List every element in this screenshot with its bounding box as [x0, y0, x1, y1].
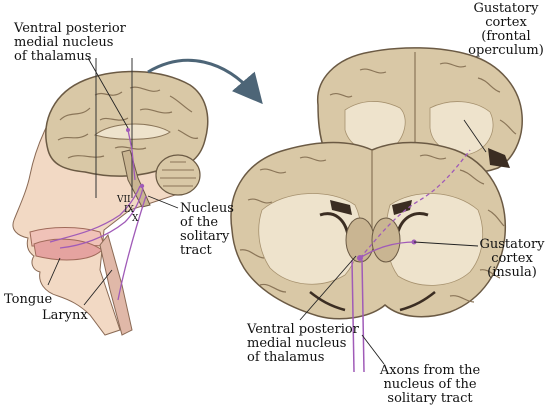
- nucleus-solitary-tract-label: Nucleus of the solitary tract: [180, 201, 234, 258]
- coronal-section-posterior: [230, 141, 507, 320]
- sagittal-brain: [45, 70, 209, 208]
- gustatory-cortex-frontal-label: Gustatory cortex (frontal operculum): [468, 1, 544, 58]
- coronal-section-anterior: [317, 47, 523, 174]
- axons-label: Axons from the nucleus of the solitary t…: [379, 363, 481, 406]
- larynx-label: Larynx: [42, 308, 88, 323]
- gustatory-cortex-insula-label: Gustatory cortex (insula): [479, 237, 545, 280]
- cranial-nerve-ix-label: IX: [124, 205, 134, 215]
- oral-cavity: [29, 227, 133, 336]
- vpm-label-top: Ventral posterior medial nucleus of thal…: [14, 21, 126, 64]
- ascending-axon-tract: [351, 149, 471, 373]
- cranial-nerve-pathways: [49, 128, 147, 301]
- cerebellum: [155, 154, 201, 196]
- tongue-label: Tongue: [4, 292, 53, 307]
- vpm-label-bottom: Ventral posterior medial nucleus of thal…: [247, 322, 359, 365]
- section-plane-lines: [95, 58, 133, 198]
- view-arrow: [147, 58, 263, 105]
- cranial-nerve-x-label: X: [132, 214, 139, 224]
- cranial-nerve-vii-label: VII: [117, 195, 131, 205]
- leader-lines: [47, 57, 487, 365]
